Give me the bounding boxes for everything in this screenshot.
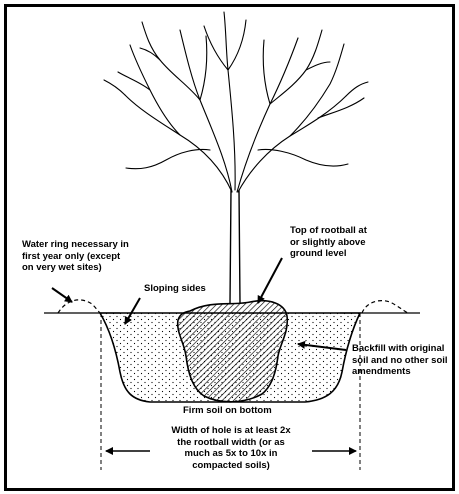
- rootball: [176, 300, 289, 403]
- water-ring-right: [361, 300, 409, 314]
- water-ring-label: Water ring necessary in first year only …: [22, 239, 129, 273]
- tree-canopy: [103, 11, 369, 193]
- backfill-arrow: [297, 340, 347, 351]
- water-ring-arrow: [51, 287, 73, 303]
- hole-width-label: Width of hole is at least 2x the rootbal…: [171, 425, 291, 471]
- sloping-sides-label: Sloping sides: [144, 283, 206, 294]
- firm-soil-label: Firm soil on bottom: [183, 405, 272, 416]
- backfill-label: Backfill with original soil and no other…: [352, 343, 448, 377]
- tree-trunk: [229, 189, 241, 304]
- sloping-sides-arrow: [124, 297, 141, 325]
- water-ring-left: [57, 299, 101, 314]
- top-rootball-arrow: [257, 257, 283, 304]
- top-of-rootball-label: Top of rootball at or slightly above gro…: [290, 225, 367, 259]
